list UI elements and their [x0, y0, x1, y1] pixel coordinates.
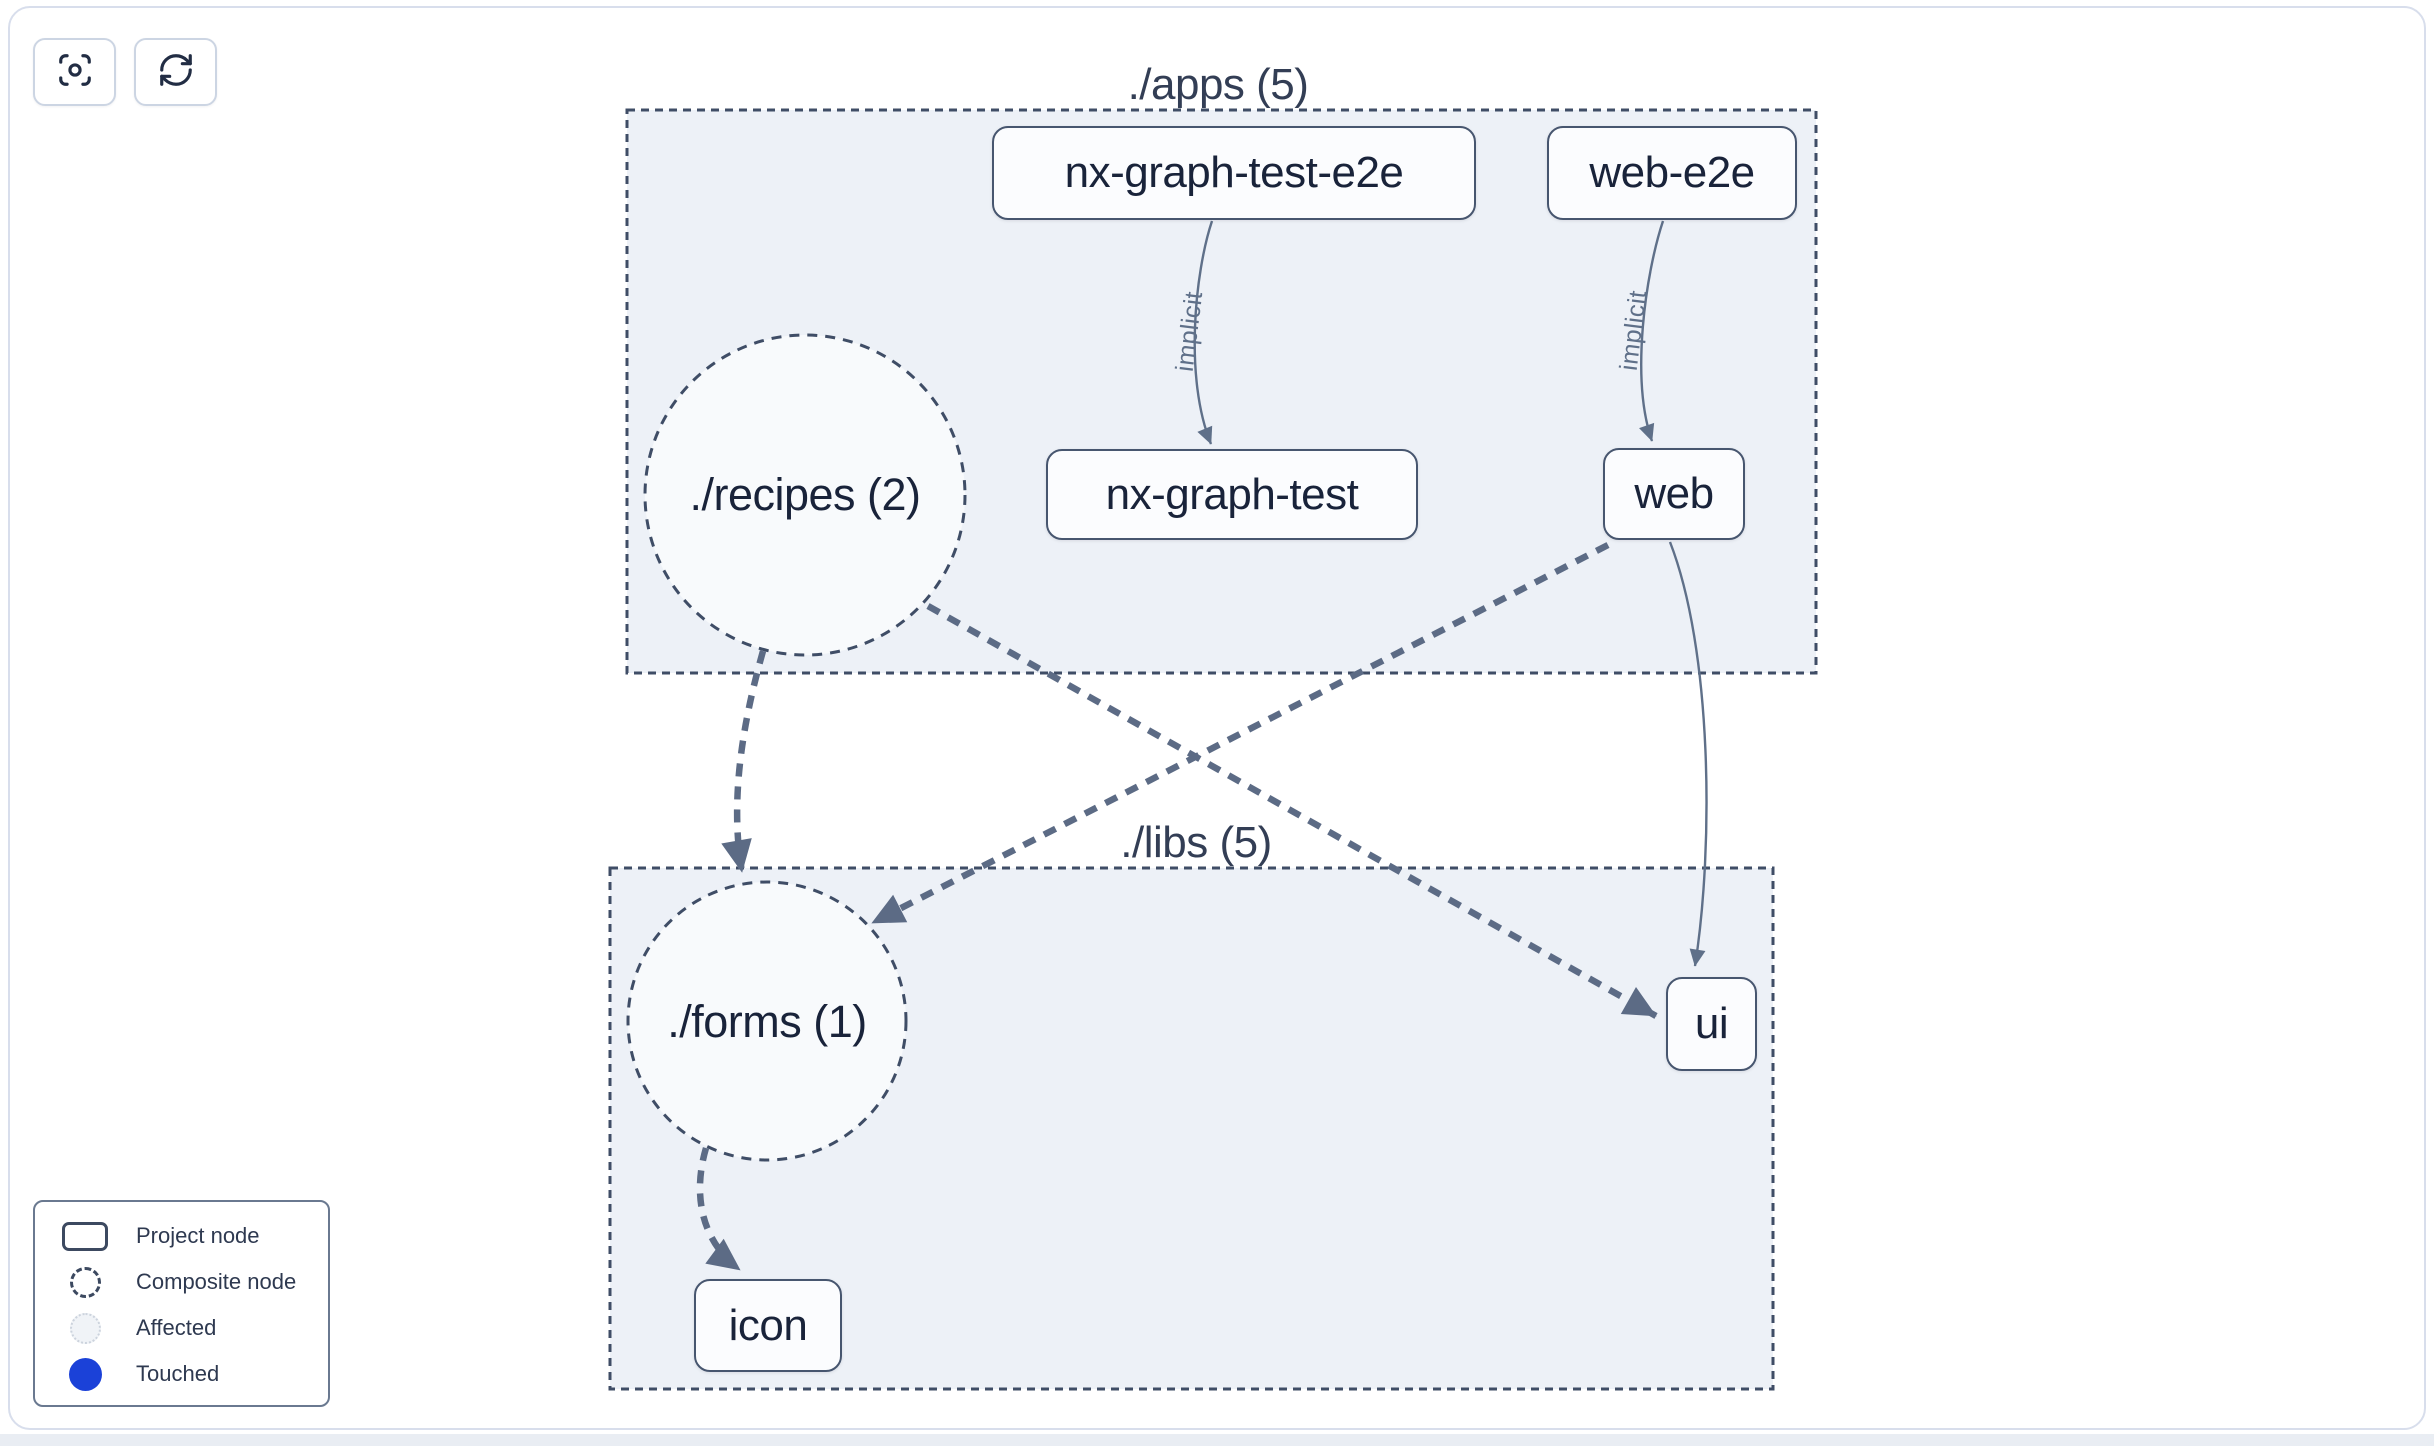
project-node-icon[interactable]: icon: [694, 1279, 842, 1372]
edge-web-to-ui: [1668, 541, 1708, 967]
project-node-ui[interactable]: ui: [1666, 977, 1757, 1071]
legend-label: Project node: [136, 1223, 260, 1248]
project-node-web[interactable]: web: [1603, 448, 1745, 540]
legend-label: Affected: [136, 1315, 217, 1340]
legend-label: Touched: [136, 1361, 220, 1386]
edge-forms-to-icon: [696, 1147, 742, 1273]
edge-recipes-to-forms: [721, 650, 767, 873]
project-node-nx-graph-test-e2e[interactable]: nx-graph-test-e2e: [992, 126, 1476, 220]
legend-label: Composite node: [136, 1269, 297, 1294]
composite-node-recipes[interactable]: [643, 333, 967, 657]
composite-label-recipes[interactable]: ./recipes (2): [689, 469, 921, 520]
composite-node-swatch: [69, 1266, 101, 1298]
group-label-apps: ./apps (5): [1127, 60, 1309, 109]
project-node-swatch: [62, 1221, 108, 1251]
composite-label-forms[interactable]: ./forms (1): [667, 996, 867, 1047]
edge-nx-graph-test-e2e-to-nx-graph-test: [1193, 220, 1214, 445]
scan-focus-icon: [56, 51, 94, 94]
project-node-nx-graph-test[interactable]: nx-graph-test: [1046, 449, 1418, 540]
refresh-icon: [157, 51, 195, 94]
legend-panel: Project node Composite node Affected Tou…: [33, 1200, 330, 1407]
group-label-libs: ./libs (5): [1120, 818, 1272, 867]
focus-reset-button[interactable]: [33, 38, 116, 106]
legend-item-affected: Affected: [35, 1305, 328, 1351]
edge-recipes-to-ui: [926, 603, 1658, 1019]
graph-toolbar: [33, 38, 217, 106]
touched-swatch: [68, 1357, 102, 1391]
edge-web-e2e-to-web: [1639, 220, 1665, 442]
legend-item-composite-node: Composite node: [35, 1259, 328, 1305]
legend-item-touched: Touched: [35, 1351, 328, 1397]
composite-node-forms[interactable]: [626, 880, 908, 1162]
refresh-button[interactable]: [134, 38, 217, 106]
legend-item-project-node: Project node: [35, 1213, 328, 1259]
bottom-strip: [0, 1434, 2434, 1446]
project-node-web-e2e[interactable]: web-e2e: [1547, 126, 1797, 220]
affected-swatch: [69, 1312, 101, 1344]
